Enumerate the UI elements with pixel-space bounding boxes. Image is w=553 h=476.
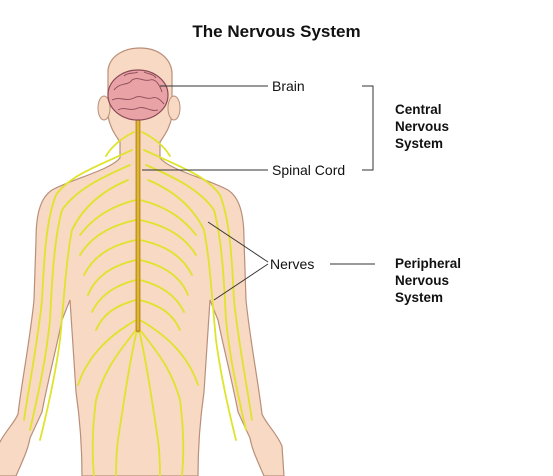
peripheral-line-3: System xyxy=(395,290,444,305)
central-line-2: Nervous xyxy=(395,119,450,134)
peripheral-line-1: Peripheral xyxy=(395,256,462,271)
brain xyxy=(107,69,169,121)
label-spinal-cord: Spinal Cord xyxy=(272,162,346,178)
central-line-1: Central xyxy=(395,102,442,117)
label-nerves: Nerves xyxy=(270,256,315,272)
peripheral-nerves xyxy=(23,131,253,476)
right-ear xyxy=(167,95,181,121)
nerves-leader-line-2 xyxy=(213,263,269,301)
peripheral-line-2: Nervous xyxy=(395,273,450,288)
label-brain: Brain xyxy=(272,78,305,94)
brain-folds xyxy=(111,71,165,111)
group-central-nervous-system: Central Nervous System xyxy=(395,101,449,152)
central-bracket xyxy=(362,85,374,171)
left-ear xyxy=(97,95,111,121)
diagram-title: The Nervous System xyxy=(192,22,361,41)
nerves-leader-line-1 xyxy=(207,221,269,263)
leader-lines xyxy=(142,85,375,301)
central-line-3: System xyxy=(395,136,444,151)
group-peripheral-nervous-system: Peripheral Nervous System xyxy=(395,255,461,306)
